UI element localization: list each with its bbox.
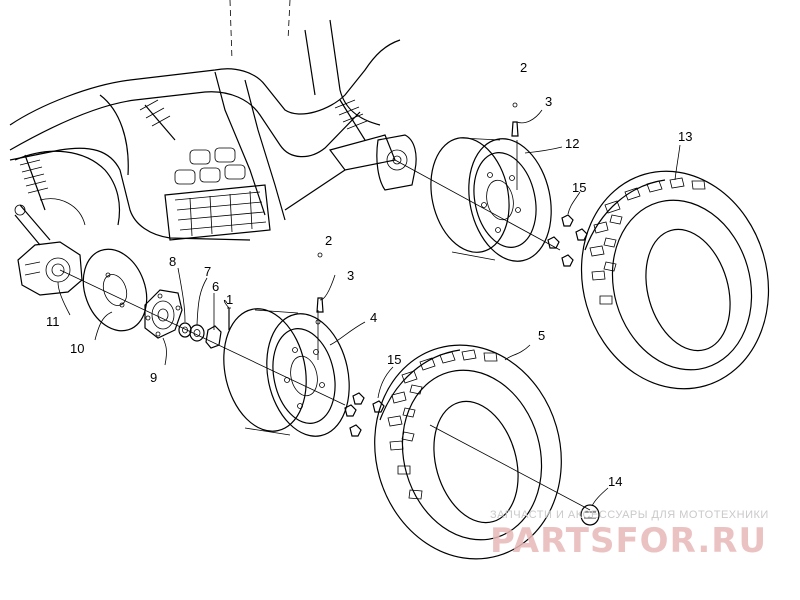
callout-15-front: 15 — [387, 352, 401, 367]
rear-tire — [580, 170, 770, 390]
left-shock-absorber — [19, 154, 49, 211]
callout-1: 1 — [226, 292, 233, 307]
callout-2-front: 2 — [325, 233, 332, 248]
callout-9: 9 — [150, 370, 157, 385]
front-lug-nuts — [344, 392, 385, 437]
front-rim — [223, 308, 350, 437]
atv-frame — [9, 0, 417, 241]
watermark-brand: PARTSFOR.RU — [490, 521, 767, 561]
callout-4: 4 — [370, 310, 377, 325]
callout-labels: 1 2 2 3 3 4 5 6 7 8 9 10 11 12 13 14 15 … — [46, 60, 692, 489]
callout-10: 10 — [70, 341, 84, 356]
callout-3-rear: 3 — [545, 94, 552, 109]
wheel-hub — [144, 289, 183, 339]
callout-7: 7 — [204, 264, 211, 279]
assembly-axis-lines — [59, 159, 591, 511]
callout-11: 11 — [46, 314, 60, 329]
front-tire — [374, 344, 562, 560]
callout-5: 5 — [538, 328, 545, 343]
rear-hub-knuckle — [376, 134, 417, 191]
front-center-cap — [580, 504, 600, 526]
steering-knuckle — [14, 204, 83, 296]
callout-6: 6 — [212, 279, 219, 294]
callout-2-rear: 2 — [520, 60, 527, 75]
hub-hardware — [178, 307, 231, 349]
rear-lug-nuts — [547, 214, 588, 267]
watermark-caption: ЗАПЧАСТИ И АКСЕССУАРЫ ДЛЯ МОТОТЕХНИКИ — [490, 509, 769, 521]
rear-valve-stem — [511, 102, 519, 137]
leader-lines — [57, 109, 681, 507]
callout-8: 8 — [169, 254, 176, 269]
callout-13: 13 — [678, 129, 692, 144]
front-valve-stem — [316, 252, 324, 313]
right-shock-absorber — [334, 99, 368, 141]
callout-14: 14 — [608, 474, 622, 489]
brake-disc — [82, 248, 148, 332]
callout-12: 12 — [565, 136, 579, 151]
callout-15-rear: 15 — [572, 180, 586, 195]
rear-rim — [430, 137, 552, 262]
watermark: ЗАПЧАСТИ И АКСЕССУАРЫ ДЛЯ МОТОТЕХНИКИ PA… — [490, 509, 769, 561]
footboard — [164, 147, 271, 241]
callout-3-front: 3 — [347, 268, 354, 283]
